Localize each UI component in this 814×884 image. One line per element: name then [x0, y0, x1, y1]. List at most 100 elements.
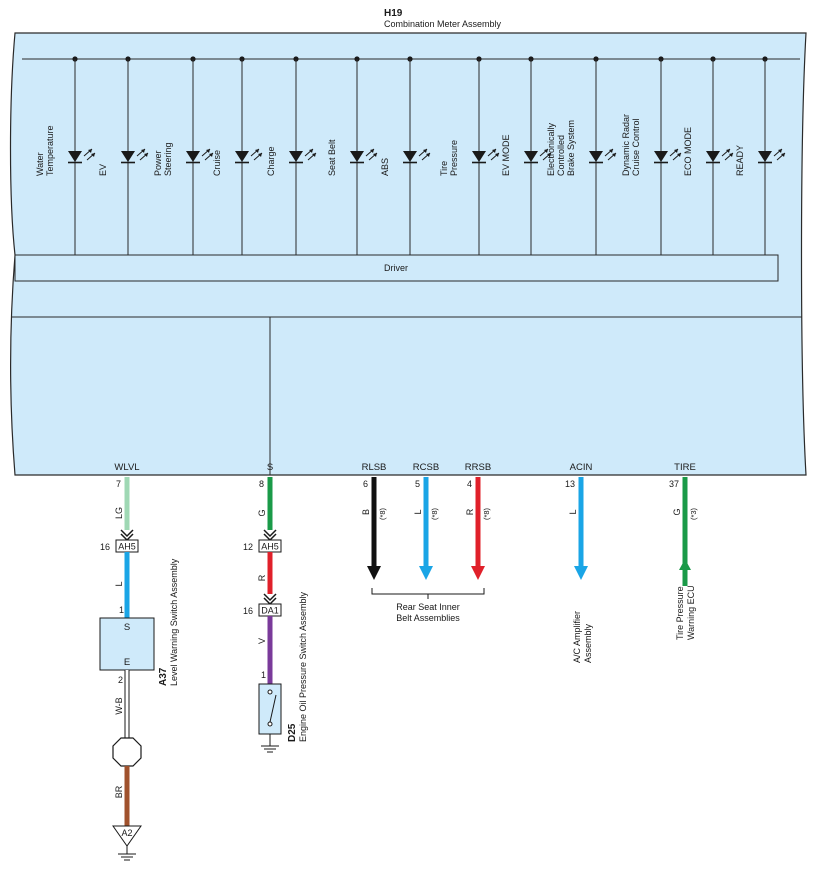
led-icon	[68, 148, 96, 164]
driver-label: Driver	[384, 263, 408, 273]
led-icon	[350, 148, 378, 164]
terminal-pin: 37	[669, 479, 679, 489]
indicator-label: Electronically	[546, 122, 556, 176]
terminal-pin: 13	[565, 479, 575, 489]
terminal-name: ACIN	[570, 462, 593, 473]
oil-switch-code: D25	[287, 723, 298, 742]
wire-color-code: R	[465, 508, 475, 515]
connector-ah5-left-name: AH5	[118, 542, 136, 552]
terminal-group: WLVL7LGS8GRLSB6B(*8)RCSB5L(*8)RRSB4R(*8)…	[114, 462, 698, 586]
arrow-out-icon	[367, 566, 381, 580]
indicator-label: Charge	[266, 146, 276, 176]
indicator-label: Pressure	[449, 140, 459, 176]
wire-color-code: G	[257, 509, 267, 516]
ac-amplifier-line1: A/C Amplifier	[572, 611, 582, 663]
level-switch-code: A37	[158, 667, 169, 686]
led-icon	[472, 148, 500, 164]
level-switch-term-s: S	[124, 622, 130, 633]
terminal-pin: 7	[116, 479, 121, 489]
wire-wlvl-l-label: L	[114, 581, 124, 586]
connector-da1-name: DA1	[261, 606, 279, 616]
led-icon	[289, 148, 317, 164]
indicator-label: EV MODE	[501, 134, 511, 176]
led-icon	[403, 148, 431, 164]
tire-ecu-line2: Warning ECU	[686, 585, 696, 640]
arrow-out-icon	[574, 566, 588, 580]
led-icon	[524, 148, 552, 164]
oil-switch-pin-top: 1	[261, 670, 266, 680]
led-icon	[706, 148, 734, 164]
level-switch-pin-top: 1	[119, 605, 124, 615]
rear-seat-label-line2: Belt Assemblies	[396, 613, 460, 623]
terminal-pin: 4	[467, 479, 472, 489]
terminal-name: S	[267, 462, 273, 473]
ground-icon	[261, 745, 279, 753]
wire-wb-label: W-B	[114, 697, 124, 714]
indicator-label: ABS	[380, 158, 390, 176]
led-icon	[758, 148, 786, 164]
indicator-label: ECO MODE	[683, 127, 693, 176]
chevron-icon	[120, 529, 134, 542]
arrow-out-icon	[471, 566, 485, 580]
indicator-label: Dynamic Radar	[621, 114, 631, 176]
connector-da1-pin: 16	[243, 606, 253, 616]
connector-ah5-right-pin: 12	[243, 542, 253, 552]
indicator-label: Cruise Control	[631, 118, 641, 176]
rear-seat-brace	[371, 588, 485, 599]
ground-point-a2	[112, 825, 142, 847]
terminal-name: RRSB	[465, 462, 491, 473]
indicator-label: EV	[98, 164, 108, 176]
terminal-pin: 8	[259, 479, 264, 489]
led-icon	[186, 148, 214, 164]
terminal-name: TIRE	[674, 462, 696, 473]
wire-color-code: L	[413, 509, 423, 514]
indicator-label: Cruise	[212, 150, 222, 176]
ground-point-a2-name: A2	[121, 828, 132, 838]
combination-meter-panel	[9, 32, 807, 476]
driver-band	[14, 254, 779, 282]
level-warning-switch[interactable]	[99, 617, 155, 671]
indicator-label: Tire	[439, 161, 449, 176]
wire-color-code: LG	[114, 507, 124, 519]
junction-connector-octagon	[112, 737, 142, 767]
indicator-label: Controlled	[556, 135, 566, 176]
oil-switch-name: Engine Oil Pressure Switch Assembly	[298, 591, 308, 742]
wire-note: (*8)	[482, 507, 491, 520]
terminal-name: WLVL	[114, 462, 139, 473]
wire-note: (*3)	[689, 507, 698, 520]
connector-ah5-right-name: AH5	[261, 542, 279, 552]
ac-amplifier-line2: Assembly	[583, 623, 593, 663]
led-icon	[589, 148, 617, 164]
ground-icon	[118, 853, 136, 861]
level-switch-pin-bottom: 2	[118, 675, 123, 685]
indicator-label: Temperature	[45, 125, 55, 176]
wire-color-code: L	[568, 509, 578, 514]
wire-s-r-label: R	[257, 574, 267, 581]
tire-ecu-line1: Tire Pressure	[675, 586, 685, 640]
terminal-pin: 5	[415, 479, 420, 489]
wire-br-label: BR	[114, 785, 124, 798]
indicator-label: Power	[153, 150, 163, 176]
switch-contact-icon	[267, 689, 277, 727]
indicator-label: READY	[735, 145, 745, 176]
indicator-label: Steering	[163, 142, 173, 176]
indicator-label: Water	[35, 152, 45, 176]
led-icon	[121, 148, 149, 164]
wire-note: (*8)	[378, 507, 387, 520]
wire-note: (*8)	[430, 507, 439, 520]
terminal-name: RCSB	[413, 462, 439, 473]
connector-ah5-left-pin: 16	[100, 542, 110, 552]
level-switch-term-e: E	[124, 657, 130, 668]
level-switch-name: Level Warning Switch Assembly	[169, 558, 179, 686]
indicator-label: Brake System	[566, 120, 576, 176]
wire-color-code: B	[361, 509, 371, 515]
led-icon	[654, 148, 682, 164]
chevron-icon	[263, 529, 277, 542]
meter-code: H19	[384, 8, 403, 19]
wire-color-code: G	[672, 508, 682, 515]
indicator-label: Seat Belt	[327, 139, 337, 176]
terminal-pin: 6	[363, 479, 368, 489]
terminal-name: RLSB	[362, 462, 387, 473]
